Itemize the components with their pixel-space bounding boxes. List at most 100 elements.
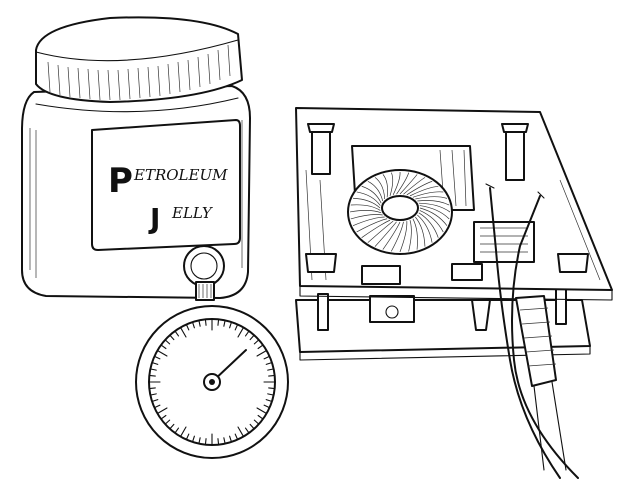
stopwatch-tick xyxy=(253,419,259,425)
coil-winding xyxy=(419,207,448,226)
stopwatch-tick xyxy=(161,414,167,419)
circuit-board-icon xyxy=(295,107,613,479)
coil-winding xyxy=(392,171,401,195)
stopwatch-tick xyxy=(244,331,249,337)
stopwatch-tick xyxy=(234,433,238,440)
coil-winding xyxy=(349,210,382,214)
coil-winding xyxy=(389,172,394,196)
coil-winding xyxy=(356,218,388,233)
stopwatch-tick xyxy=(149,374,156,377)
coil-winding xyxy=(418,202,451,213)
stopwatch-tick xyxy=(161,345,167,350)
stopwatch-tick xyxy=(154,404,161,408)
coil-winding xyxy=(353,197,381,209)
stopwatch-tick xyxy=(180,327,187,338)
jar-label-word-1: ETROLEUM xyxy=(133,166,228,184)
coil-winding xyxy=(361,185,382,204)
stopwatch-tick xyxy=(217,438,220,445)
stopwatch-tick xyxy=(263,404,270,408)
coil-winding xyxy=(396,172,410,195)
stopwatch-tick xyxy=(186,324,190,331)
coil-winding xyxy=(412,191,444,198)
stopwatch-tick xyxy=(169,335,175,341)
jar-label-initial-p: P xyxy=(108,161,133,201)
stopwatch-tick xyxy=(253,339,259,345)
stopwatch-tick xyxy=(249,335,255,341)
stopwatch-tick xyxy=(229,435,232,442)
stopwatch-tick xyxy=(265,399,272,402)
stopwatch-tick xyxy=(154,356,161,360)
stopwatch-tick xyxy=(204,438,207,445)
coil-winding xyxy=(367,181,384,202)
stopwatch-tick xyxy=(244,427,249,433)
stopwatch-tick xyxy=(165,339,171,345)
stopwatch-tick xyxy=(152,362,159,365)
stopwatch-tick xyxy=(165,419,171,425)
coil-winding xyxy=(350,204,381,211)
stopwatch-tick xyxy=(257,345,263,350)
stopwatch-tick xyxy=(234,324,238,331)
stopwatch-tick xyxy=(256,407,267,414)
coil-winding xyxy=(403,177,426,195)
coil-winding xyxy=(415,196,448,200)
coil-winding xyxy=(350,214,383,220)
stopwatch-tick xyxy=(180,426,187,437)
coil-winding xyxy=(382,221,401,250)
coil-winding xyxy=(382,174,388,198)
coil-winding xyxy=(408,220,412,252)
stopwatch-tick xyxy=(175,331,180,337)
coil-winding xyxy=(418,212,439,238)
coil-winding xyxy=(419,210,444,233)
coil-winding xyxy=(409,185,439,197)
coil-winding xyxy=(361,219,391,238)
coil-winding xyxy=(367,220,394,243)
stopwatch-tick xyxy=(169,423,175,429)
stopwatch-tick xyxy=(192,322,195,329)
stopwatch-tick xyxy=(223,320,226,327)
jar-label-initial-j: J xyxy=(148,202,160,235)
coil-winding xyxy=(356,191,381,206)
stopwatch-tick xyxy=(152,399,159,402)
stopwatch-tick xyxy=(263,356,270,360)
stopwatch-tick xyxy=(157,407,168,414)
stopwatch-tick xyxy=(237,327,244,338)
stopwatch-tick xyxy=(217,319,220,326)
stopwatch-tick xyxy=(204,319,207,326)
stopwatch-tick xyxy=(257,414,263,419)
coil-winding xyxy=(415,216,426,247)
coil-winding xyxy=(417,214,433,243)
coil-winding xyxy=(352,216,385,226)
stopwatch-tick xyxy=(157,350,168,357)
stopwatch-tick xyxy=(150,393,157,396)
stopwatch-tick xyxy=(256,350,267,357)
jar-label-word-2: ELLY xyxy=(171,204,214,222)
jar-icon: P ETROLEUM J ELLY xyxy=(21,16,251,299)
stopwatch-tick xyxy=(150,368,157,371)
coil-winding xyxy=(406,181,433,196)
stopwatch-icon xyxy=(135,245,289,459)
stopwatch-tick xyxy=(267,368,274,371)
stopwatch-tick xyxy=(149,387,156,390)
coil-winding xyxy=(412,218,418,250)
stopwatch-tick xyxy=(192,435,195,442)
stopwatch-tick xyxy=(198,437,201,444)
stopwatch-tick xyxy=(267,393,274,396)
stopwatch-tick xyxy=(265,362,272,365)
stopwatch-tick xyxy=(175,427,180,433)
stopwatch-tick xyxy=(249,423,255,429)
coil-winding xyxy=(399,174,418,195)
stopwatch-tick xyxy=(268,374,275,377)
coil-winding xyxy=(417,200,450,206)
coil-winding xyxy=(374,177,386,200)
coil-winding xyxy=(390,221,404,252)
stopwatch-tick xyxy=(268,387,275,390)
stopwatch-tick xyxy=(223,437,226,444)
stopwatch-tick xyxy=(198,320,201,327)
stopwatch-tick xyxy=(229,322,232,329)
coil-winding xyxy=(399,221,408,253)
coil-winding xyxy=(419,205,450,220)
stopwatch-tick xyxy=(186,433,190,440)
stopwatch-tick xyxy=(237,426,244,437)
coil-winding xyxy=(374,221,397,247)
